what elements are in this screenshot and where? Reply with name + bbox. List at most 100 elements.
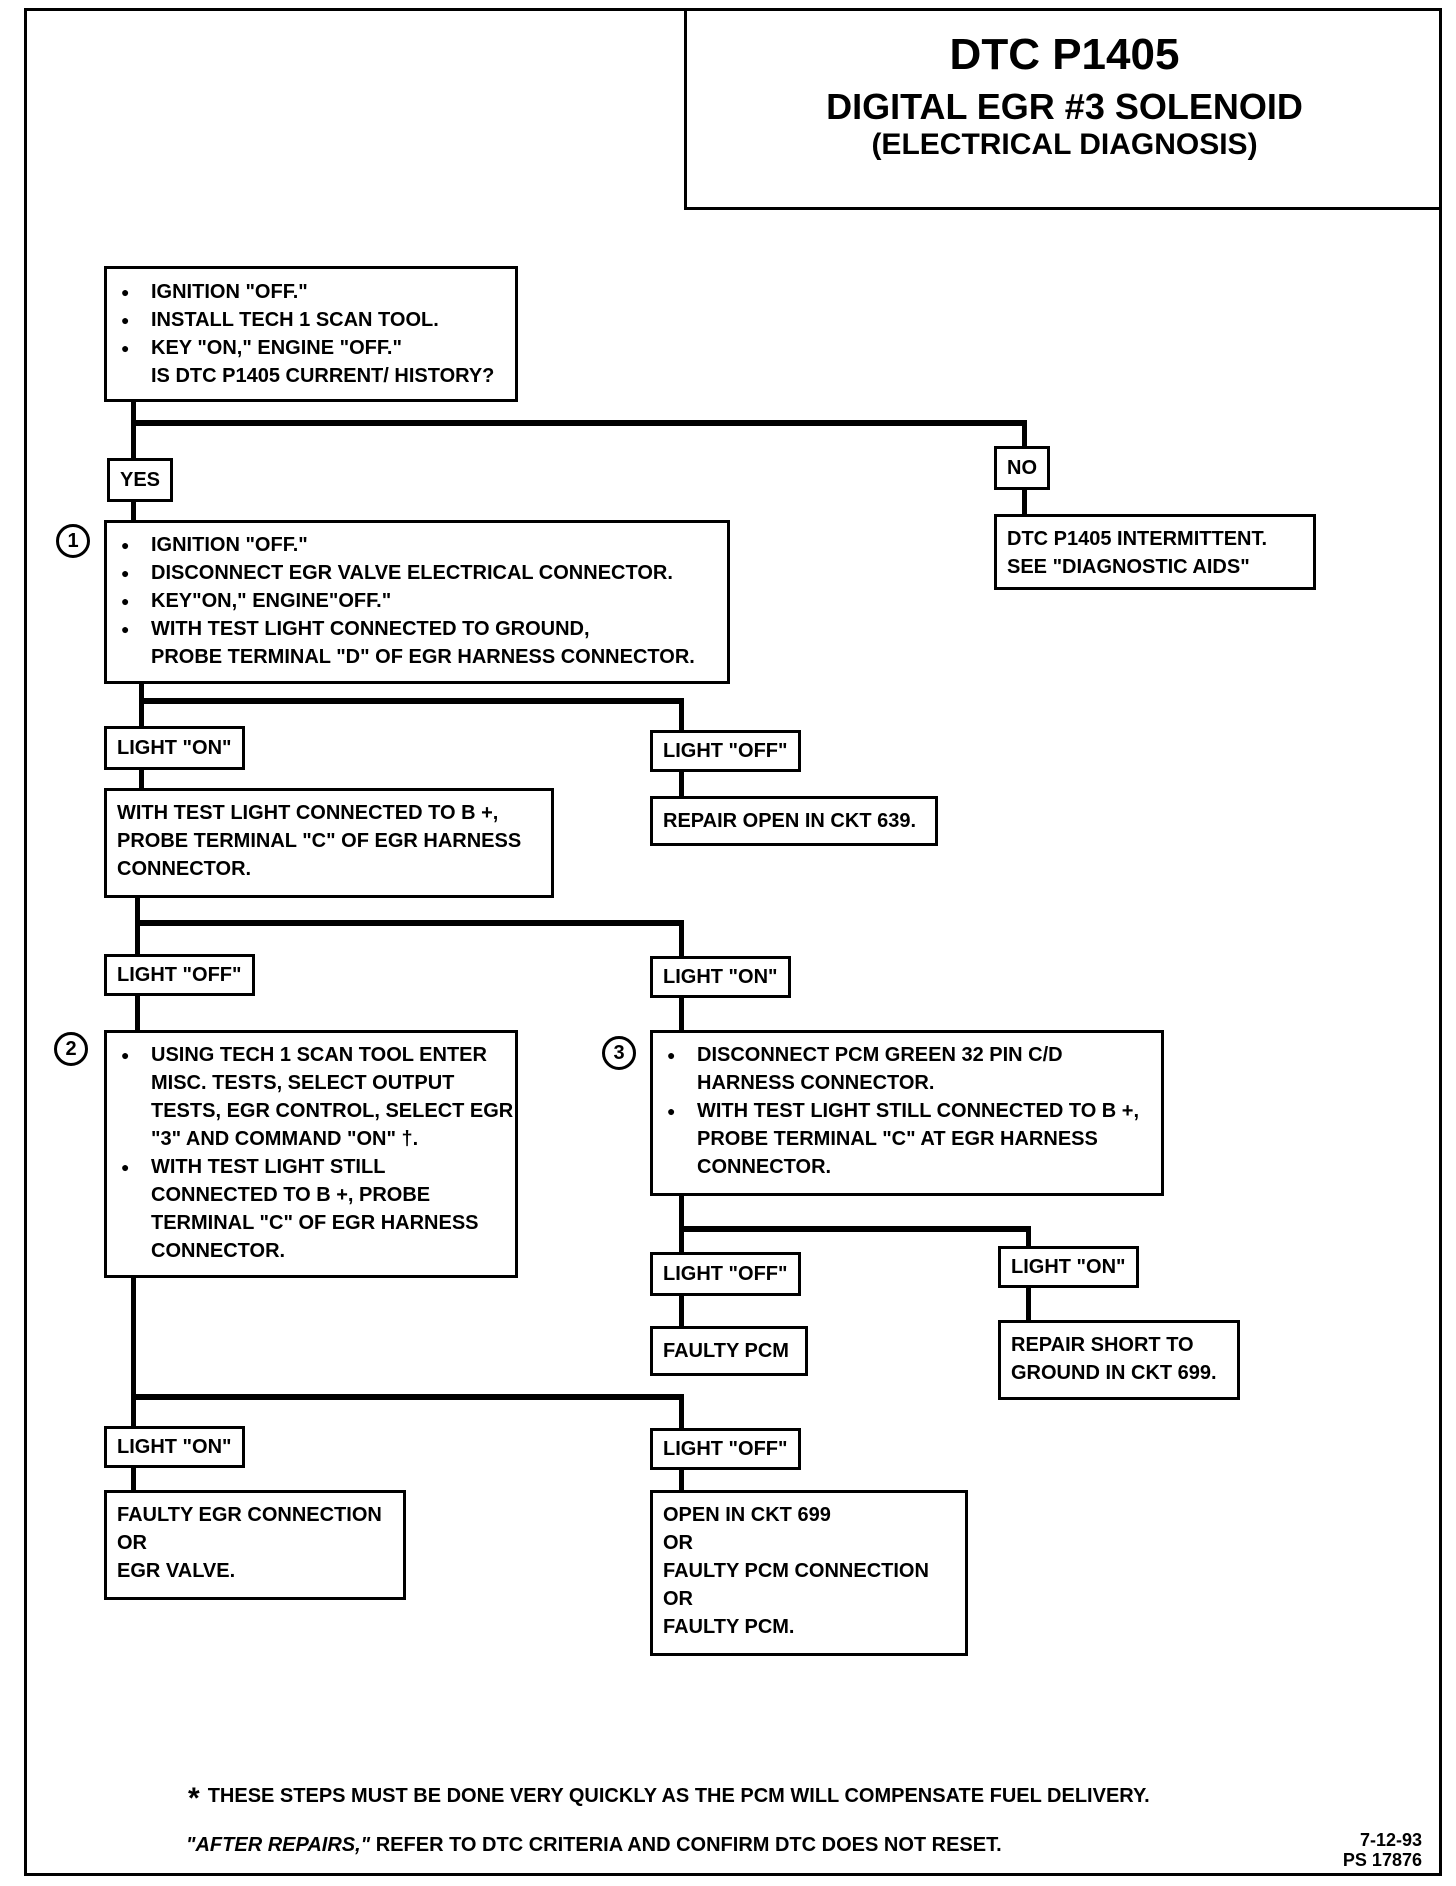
step-2-item: USING TECH 1 SCAN TOOL ENTER MISC. TESTS… [117,1041,514,1153]
step-2-item-line: CONNECTOR. [151,1240,286,1262]
step-1-item: DISCONNECT EGR VALVE ELECTRICAL CONNECTO… [117,559,717,587]
open-699-line: FAULTY PCM. [663,1616,795,1638]
step-3-box: DISCONNECT PCM GREEN 32 PIN C/D HARNESS … [650,1030,1164,1196]
step-1-box: IGNITION "OFF." DISCONNECT EGR VALVE ELE… [104,520,730,684]
open-699-box: OPEN IN CKT 699 OR FAULTY PCM CONNECTION… [650,1490,968,1656]
probe-c-line: WITH TEST LIGHT CONNECTED TO B +, [117,802,499,824]
light-off-label: LIGHT "OFF" [650,730,801,772]
faulty-egr-box: FAULTY EGR CONNECTION OR EGR VALVE. [104,1490,406,1600]
connector-line [131,400,136,462]
connector-line [131,1244,136,1428]
page-title: DTC P1405 [949,30,1180,79]
connector-line [135,920,683,926]
step-2-box: USING TECH 1 SCAN TOOL ENTER MISC. TESTS… [104,1030,518,1278]
step-1-continuation: PROBE TERMINAL "D" OF EGR HARNESS CONNEC… [151,646,695,668]
connector-line [131,420,1027,426]
faulty-egr-line: EGR VALVE. [117,1560,236,1582]
probe-c-box: WITH TEST LIGHT CONNECTED TO B +, PROBE … [104,788,554,898]
connector-line [135,896,140,956]
asterisk-icon: * [188,1782,200,1815]
no-result-box: DTC P1405 INTERMITTENT. SEE "DIAGNOSTIC … [994,514,1316,590]
light-on-label: LIGHT "ON" [650,956,791,998]
step-3-item-line: CONNECTOR. [697,1156,832,1178]
step-3-item-line: DISCONNECT PCM GREEN 32 PIN C/D [697,1044,1063,1066]
repair-short-line: REPAIR SHORT TO [1011,1334,1194,1356]
open-699-line: FAULTY PCM CONNECTION [663,1560,929,1582]
light-off-label: LIGHT "OFF" [650,1252,801,1296]
page-frame [24,8,1442,1876]
start-step-box: IGNITION "OFF." INSTALL TECH 1 SCAN TOOL… [104,266,518,402]
connector-line [135,992,140,1032]
no-label: NO [994,446,1050,490]
step-3-marker: 3 [602,1036,636,1070]
start-item: INSTALL TECH 1 SCAN TOOL. [117,306,505,334]
no-result-line: DTC P1405 INTERMITTENT. [1007,528,1268,550]
start-item: KEY "ON," ENGINE "OFF." [117,334,505,362]
step-1-item: IGNITION "OFF." [117,531,717,559]
no-result-line: SEE "DIAGNOSTIC AIDS" [1007,556,1250,578]
step-2-item-line: MISC. TESTS, SELECT OUTPUT [151,1072,455,1094]
open-699-line: OR [663,1532,693,1554]
document-date: 7-12-93 [1359,1830,1422,1850]
faulty-pcm-box: FAULTY PCM [650,1326,808,1376]
light-off-label: LIGHT "OFF" [650,1428,801,1470]
connector-line [679,1394,684,1428]
step-2-item: WITH TEST LIGHT STILL CONNECTED TO B +, … [117,1153,505,1265]
step-2-marker: 2 [54,1032,88,1066]
open-699-line: OPEN IN CKT 699 [663,1504,831,1526]
connector-line [131,498,136,522]
repair-open-639-box: REPAIR OPEN IN CKT 639. [650,796,938,846]
faulty-pcm-text: FAULTY PCM [663,1340,789,1362]
step-3-item: DISCONNECT PCM GREEN 32 PIN C/D HARNESS … [663,1041,1151,1097]
connector-line [1026,1226,1031,1248]
document-code: 7-12-93 PS 17876 [1343,1830,1422,1870]
after-repairs-note: "AFTER REPAIRS," REFER TO DTC CRITERIA A… [186,1834,1002,1857]
connector-line [131,1466,136,1490]
faulty-egr-line: OR [117,1532,147,1554]
step-2-item-line: CONNECTED TO B +, PROBE [151,1184,431,1206]
step-3-item-line: WITH TEST LIGHT STILL CONNECTED TO B +, [697,1100,1140,1122]
after-repairs-label: "AFTER REPAIRS," [186,1834,371,1856]
connector-line [679,768,684,800]
light-on-label: LIGHT "ON" [998,1246,1139,1288]
connector-line [679,1466,684,1490]
step-1-item: WITH TEST LIGHT CONNECTED TO GROUND, [117,615,717,643]
step-2-item-line: TESTS, EGR CONTROL, SELECT EGR [151,1100,514,1122]
light-on-label: LIGHT "ON" [104,726,245,770]
start-item: IGNITION "OFF." [117,278,505,306]
yes-label: YES [107,458,174,502]
title-block: DTC P1405 DIGITAL EGR #3 SOLENOID (ELECT… [684,8,1442,210]
connector-line [679,698,684,732]
repair-short-box: REPAIR SHORT TO GROUND IN CKT 699. [998,1320,1240,1400]
step-2-item-line: TERMINAL "C" OF EGR HARNESS [151,1212,479,1234]
step-2-item-line: WITH TEST LIGHT STILL [151,1156,386,1178]
open-699-line: OR [663,1588,693,1610]
light-on-label: LIGHT "ON" [104,1426,245,1468]
connector-line [679,1226,1031,1232]
probe-c-line: CONNECTOR. [117,858,252,880]
light-off-label: LIGHT "OFF" [104,954,255,996]
connector-line [1026,1286,1031,1324]
faulty-egr-line: FAULTY EGR CONNECTION [117,1504,382,1526]
step-2-item-line: "3" AND COMMAND "ON" †. [151,1128,419,1150]
connector-line [139,768,144,792]
step-1-marker: 1 [56,524,90,558]
footer-note: * THESE STEPS MUST BE DONE VERY QUICKLY A… [188,1782,1150,1816]
repair-open-639-text: REPAIR OPEN IN CKT 639. [663,810,917,832]
step-3-item-line: HARNESS CONNECTOR. [697,1072,935,1094]
connector-line [139,698,683,704]
connector-line [131,1394,683,1400]
connector-line [679,994,684,1032]
page-subtitle-2: (ELECTRICAL DIAGNOSIS) [871,128,1258,161]
repair-short-line: GROUND IN CKT 699. [1011,1362,1217,1384]
connector-line [1022,488,1027,516]
after-repairs-text: REFER TO DTC CRITERIA AND CONFIRM DTC DO… [375,1834,1002,1856]
step-3-item: WITH TEST LIGHT STILL CONNECTED TO B +, … [663,1097,1151,1181]
connector-line [139,680,144,728]
page-subtitle: DIGITAL EGR #3 SOLENOID [826,86,1303,127]
probe-c-line: PROBE TERMINAL "C" OF EGR HARNESS [117,830,522,852]
footer-note-text: THESE STEPS MUST BE DONE VERY QUICKLY AS… [207,1785,1150,1807]
step-1-item: KEY"ON," ENGINE"OFF." [117,587,717,615]
step-3-item-line: PROBE TERMINAL "C" AT EGR HARNESS [697,1128,1098,1150]
step-2-item-line: USING TECH 1 SCAN TOOL ENTER [151,1044,487,1066]
